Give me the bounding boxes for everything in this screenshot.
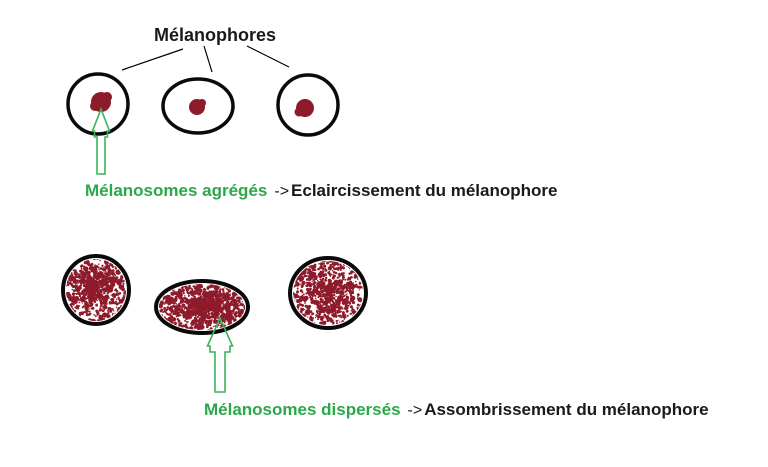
cell-membrane <box>61 254 131 326</box>
title-connector-lines <box>121 45 290 73</box>
dispersed-melanosomes <box>293 261 363 325</box>
diagram-title: Mélanophores <box>154 25 277 45</box>
connector-line-left <box>121 48 184 71</box>
dispersed-arrow-symbol: -> <box>407 402 423 419</box>
up-arrow-dispersed-pointer <box>206 316 234 393</box>
aggregated-result: Eclaircissement du mélanophore <box>291 181 558 200</box>
aggregated-melanosome-cluster <box>90 92 112 112</box>
aggregated-melanosome-cluster <box>294 99 314 117</box>
connector-line-middle <box>203 45 213 73</box>
dispersed-result: Assombrissement du mélanophore <box>424 400 709 419</box>
aggregated-melanophore-2 <box>161 77 235 135</box>
dispersed-melanosomes <box>66 259 126 321</box>
aggregated-melanophore-1 <box>66 72 130 136</box>
aggregated-melanosome-cluster <box>189 99 206 115</box>
caption-dispersed: Mélanosomes dispersés ->Assombrissement d… <box>204 400 709 420</box>
aggregated-label: Mélanosomes agrégés <box>85 181 268 200</box>
dispersed-melanophore-1 <box>61 254 131 326</box>
dispersed-label: Mélanosomes dispersés <box>204 400 401 419</box>
aggregated-melanophore-3 <box>276 73 340 137</box>
dispersed-melanosomes-dense-patch <box>70 262 110 301</box>
dispersed-melanophore-3 <box>288 256 368 330</box>
cell-membrane <box>154 279 250 335</box>
up-arrow-aggregated-pointer <box>91 106 111 175</box>
connector-line-right <box>246 45 290 68</box>
caption-aggregated: Mélanosomes agrégés ->Eclaircissement du … <box>85 181 557 201</box>
dispersed-melanosomes-dense-patch <box>191 290 238 320</box>
cell-membrane <box>288 256 368 330</box>
aggregated-arrow-symbol: -> <box>274 183 290 200</box>
dispersed-melanophore-2 <box>154 279 250 335</box>
